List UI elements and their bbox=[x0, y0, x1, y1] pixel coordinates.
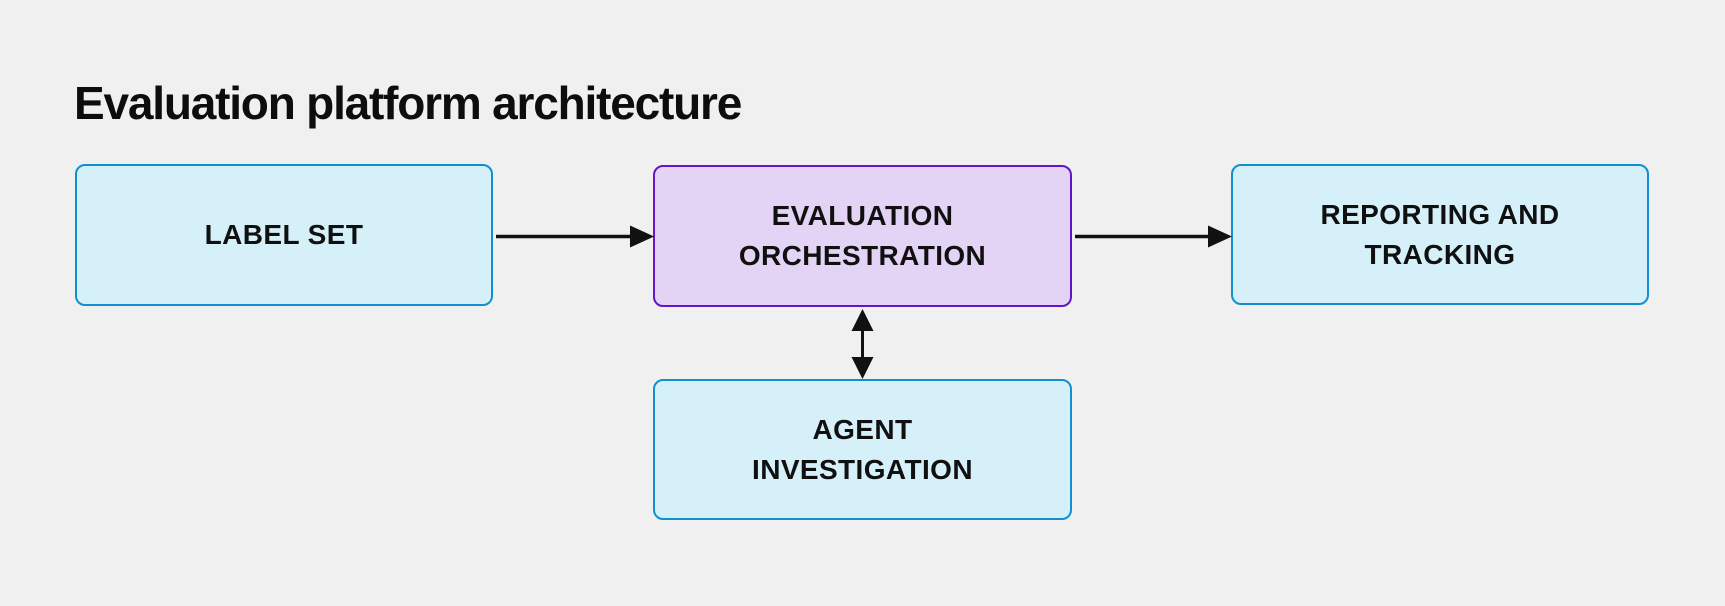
node-evaluation-orchestration: EVALUATION ORCHESTRATION bbox=[653, 165, 1072, 307]
node-reporting-and-tracking-text: REPORTING AND TRACKING bbox=[1320, 198, 1560, 270]
arrow-evaluation-agent-bidirectional bbox=[851, 309, 874, 379]
node-reporting-and-tracking: REPORTING AND TRACKING bbox=[1231, 164, 1649, 305]
arrow-labelset-to-evaluation bbox=[496, 225, 654, 248]
node-label-set: LABEL SET bbox=[75, 164, 493, 306]
node-label-set-text: LABEL SET bbox=[204, 219, 364, 251]
node-evaluation-orchestration-text: EVALUATION ORCHESTRATION bbox=[738, 200, 987, 271]
node-agent-investigation-text: AGENT INVESTIGATION bbox=[752, 413, 973, 485]
arrow-evaluation-to-reporting bbox=[1075, 225, 1232, 248]
node-agent-investigation: AGENT INVESTIGATION bbox=[653, 379, 1072, 520]
diagram-title: Evaluation platform architecture bbox=[74, 77, 742, 129]
